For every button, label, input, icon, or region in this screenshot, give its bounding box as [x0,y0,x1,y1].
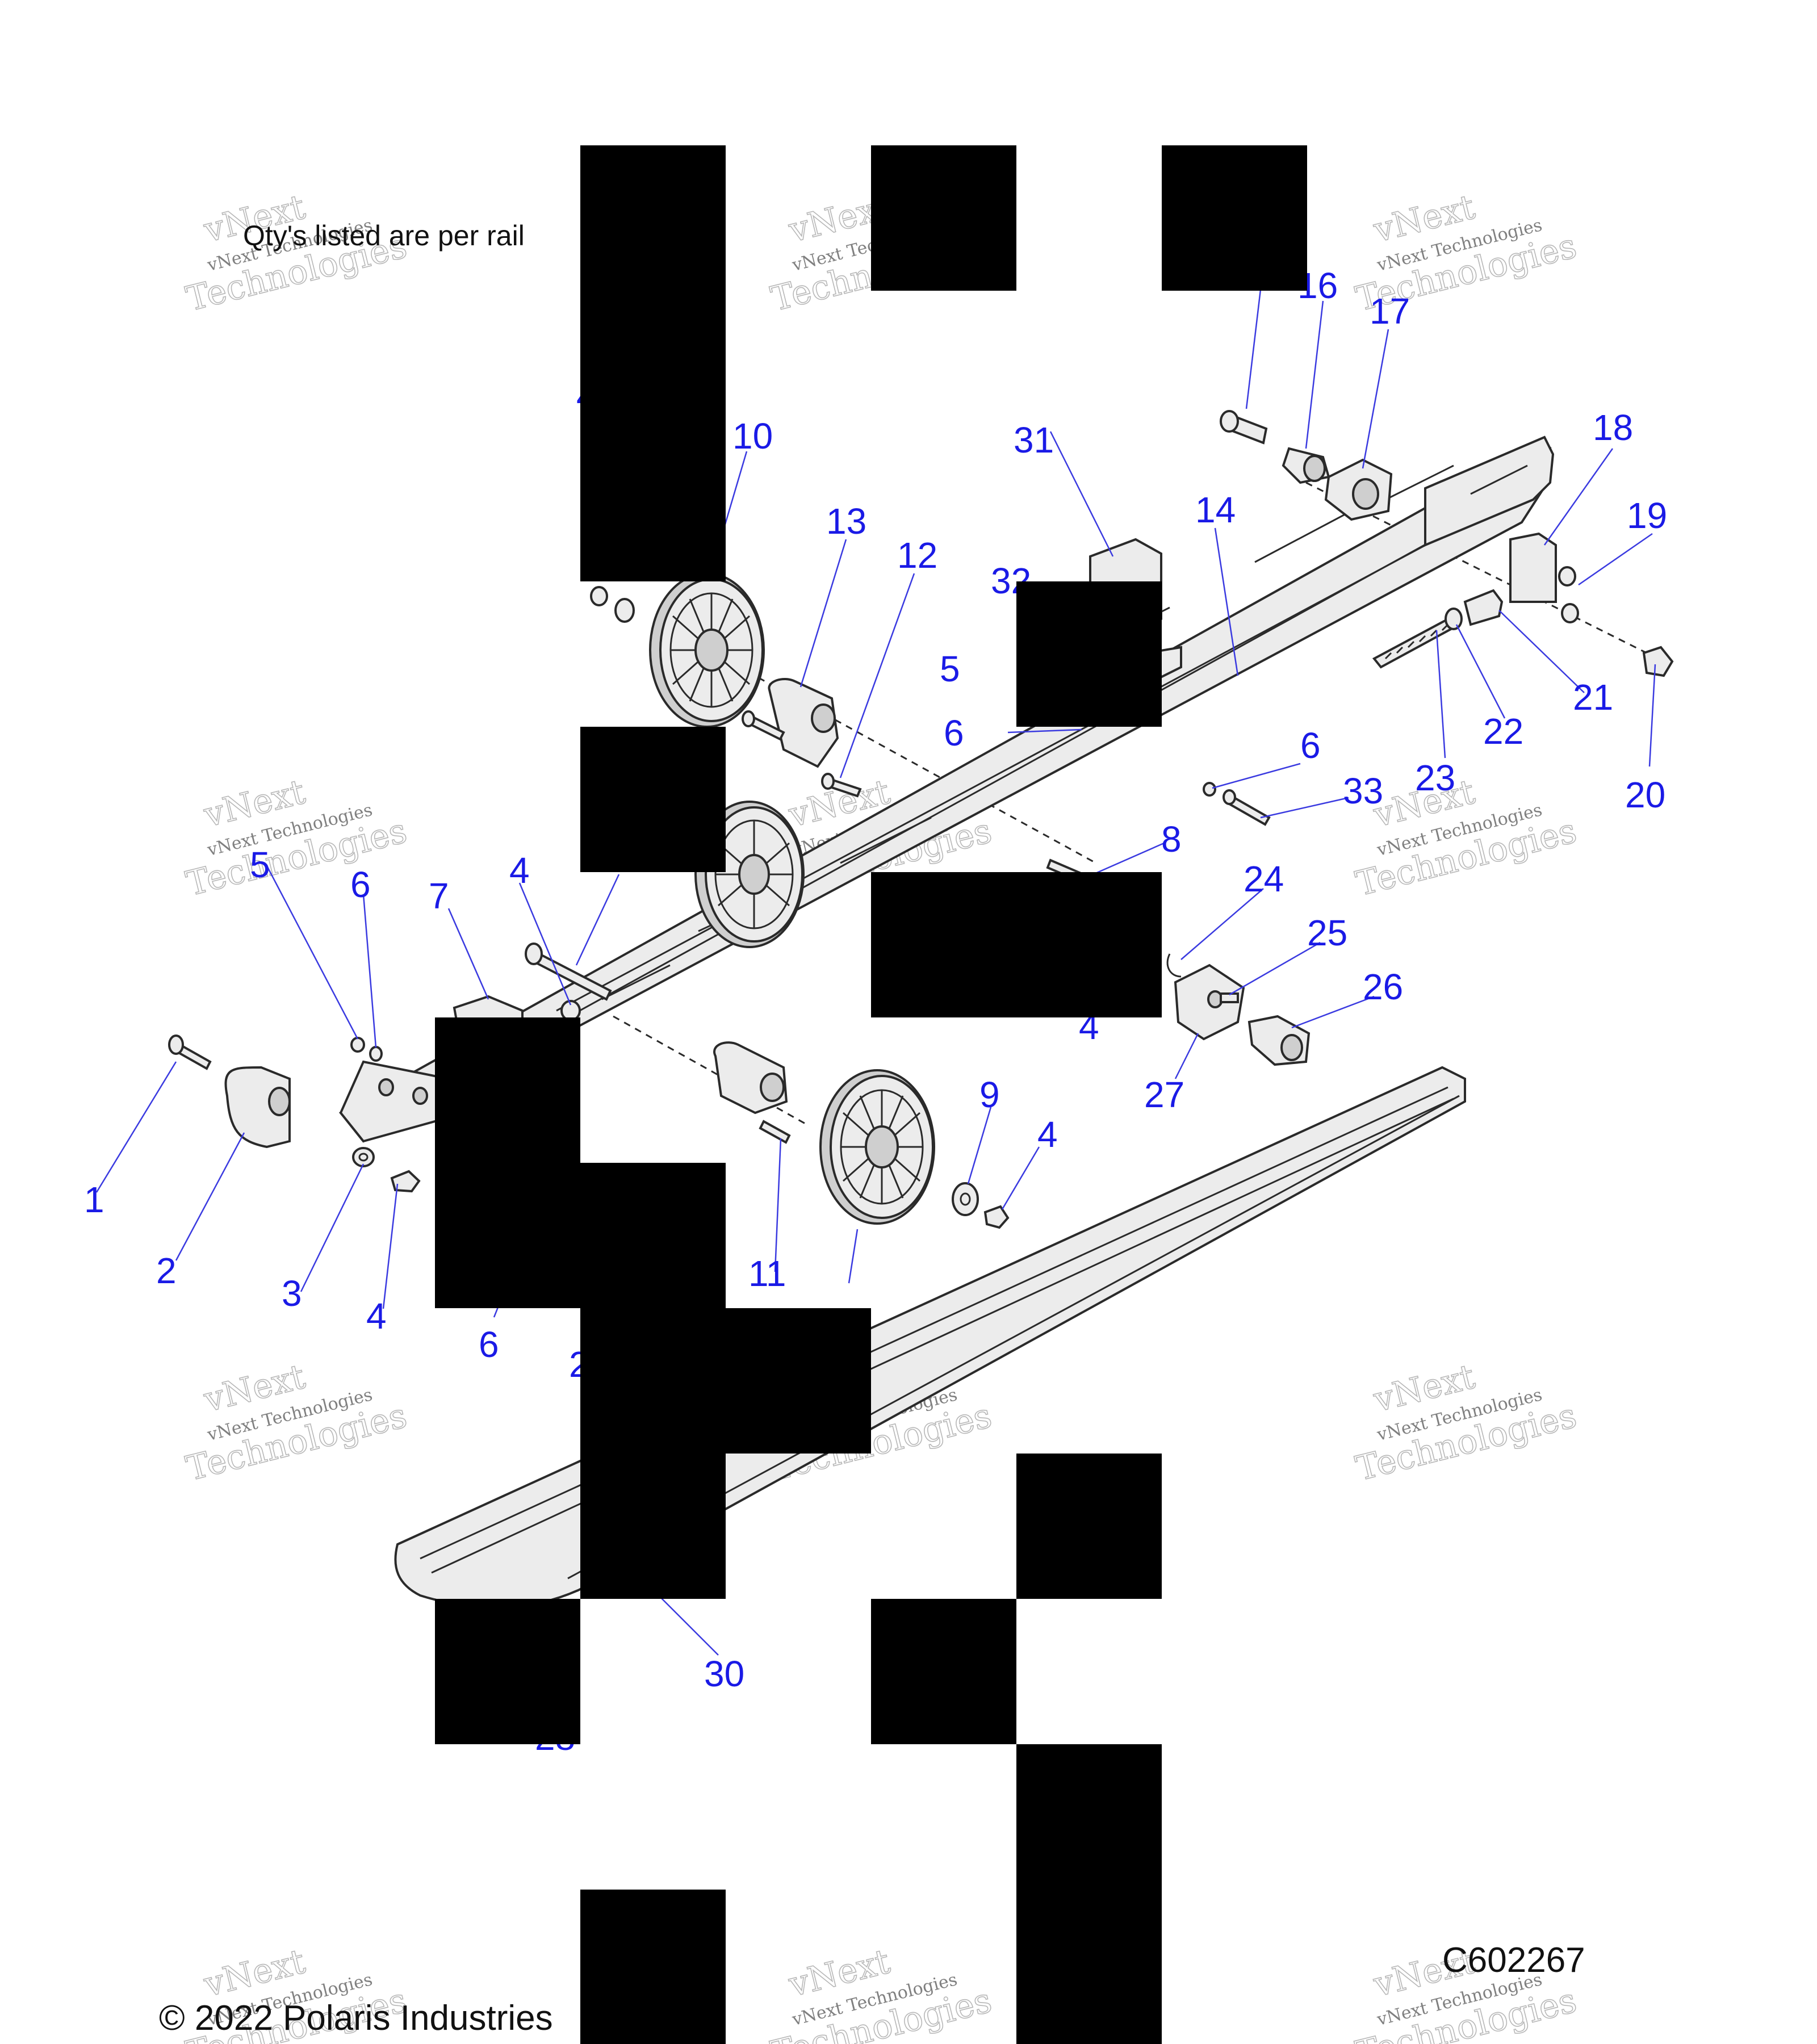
callout-7: 7 [429,876,449,916]
callout-13: 13 [826,501,866,542]
redaction-block [580,727,726,872]
callout-18: 18 [1593,407,1633,448]
redaction-block [1016,1744,1162,2044]
redaction-blocks [435,145,1307,2044]
figure-id: C602267 [1442,1941,1585,1980]
watermark: vNext vNext Technologies Technologies [1351,1941,1581,2044]
callout-5: 5 [250,844,270,885]
callout-3: 3 [282,1273,302,1314]
redaction-block [871,872,1162,1017]
idler-wheel-rear [649,572,765,728]
parts-front [168,943,612,1193]
callout-10: 10 [732,416,773,456]
redaction-block [871,1599,1016,1744]
callout-8: 8 [1161,819,1182,860]
watermark: vNext vNext Technologies Technologies [1351,1356,1581,1489]
callout-5: 5 [940,648,960,689]
redaction-block [580,145,726,581]
per-rail-note: Qty's listed are per rail [243,220,525,252]
redaction-block [580,1163,726,1599]
callout-17: 17 [1370,291,1410,332]
redaction-block [435,1017,580,1308]
copyright-notice: © 2022 Polaris Industries [159,1999,553,2038]
callout-33: 33 [1343,770,1383,811]
redaction-block [435,1599,580,1744]
redaction-block [580,1890,726,2044]
callout-12: 12 [897,535,937,576]
callout-19: 19 [1627,495,1667,536]
watermark: vNext vNext Technologies Technologies [767,1941,996,2044]
callout-27: 27 [1144,1074,1184,1115]
callout-1: 1 [84,1179,104,1220]
parts-rear [1089,410,1674,1066]
callout-20: 20 [1625,774,1665,815]
callout-4: 4 [509,850,530,891]
callout-24: 24 [1244,858,1284,899]
callout-6: 6 [944,713,964,753]
callout-4: 4 [366,1296,387,1337]
callout-6: 6 [479,1324,499,1365]
redaction-block [1162,145,1307,291]
redaction-block [1016,581,1162,727]
redaction-block [726,1308,871,1454]
redaction-block [1016,1454,1162,1599]
callout-30: 30 [704,1653,744,1694]
callout-4: 4 [1037,1114,1058,1155]
callout-14: 14 [1195,489,1236,530]
callout-11: 11 [748,1253,786,1294]
callout-26: 26 [1363,966,1403,1007]
parts-middle [590,586,1092,1229]
callout-25: 25 [1307,912,1347,953]
idler-wheel-front [819,1069,935,1225]
callout-22: 22 [1483,711,1523,752]
callout-31: 31 [1014,420,1054,460]
watermark: vNext vNext Technologies Technologies [182,1356,411,1489]
callout-23: 23 [1415,757,1455,798]
callouts: 1 2 3 4 4 4 4 5 5 6 6 6 6 7 8 9 10 11 12… [84,265,1667,1758]
watermark: vNext vNext Technologies Technologies [182,772,411,904]
callout-2: 2 [156,1250,177,1291]
callout-6: 6 [1300,725,1321,766]
redaction-block [871,145,1016,291]
callout-21: 21 [1573,677,1613,718]
callout-9: 9 [979,1074,1000,1115]
callout-6: 6 [350,864,371,905]
